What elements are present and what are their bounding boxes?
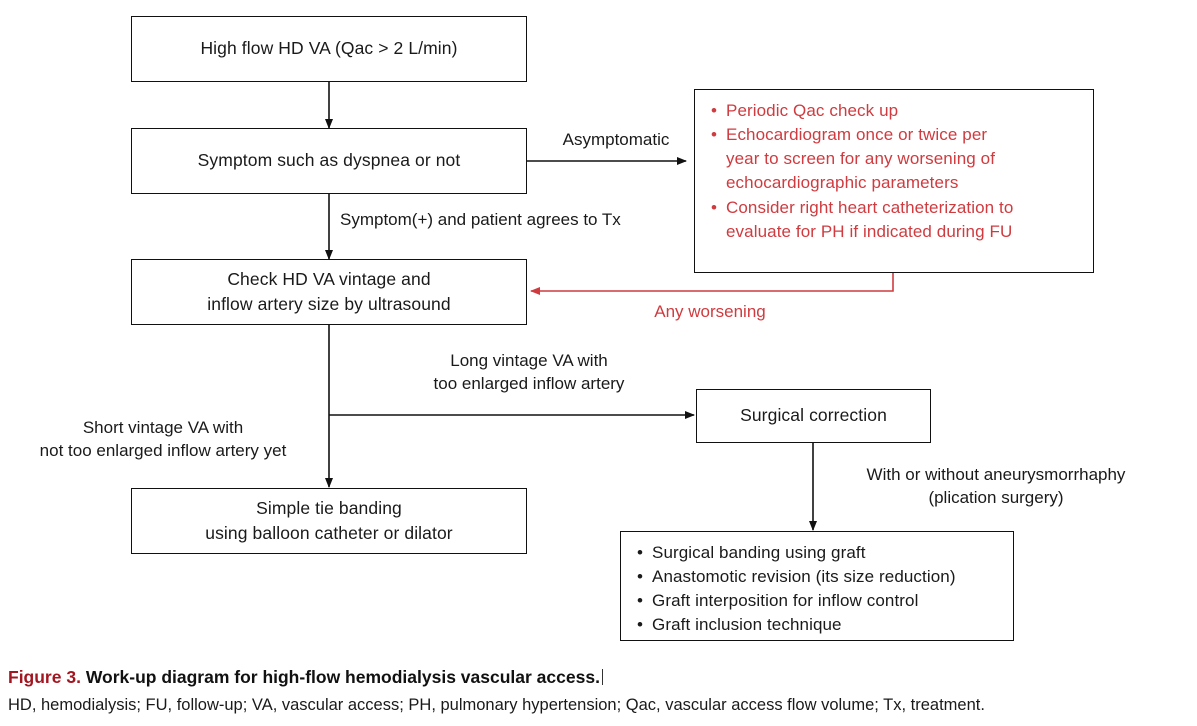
- node-high-flow-label: High flow HD VA (Qac > 2 L/min): [200, 38, 458, 59]
- monitoring-item-1: Periodic Qac check up: [711, 99, 1079, 123]
- edge-label-aneurysmorrhaphy: With or without aneurysmorrhaphy (plicat…: [866, 465, 1126, 507]
- caption-footnote: HD, hemodialysis; FU, follow-up; VA, vas…: [8, 696, 985, 715]
- node-simple-tie-text: Simple tie banding using balloon cathete…: [205, 496, 452, 547]
- node-simple-tie-line1: Simple tie banding: [256, 497, 402, 518]
- edge-label-symptom-positive: Symptom(+) and patient agrees to Tx: [340, 210, 621, 229]
- node-surgical-correction[interactable]: Surgical correction: [696, 389, 931, 443]
- edge-label-asymptomatic: Asymptomatic: [562, 130, 670, 149]
- edge-label-any-worsening: Any worsening: [654, 302, 766, 321]
- caption-title-text: Work-up diagram for high-flow hemodialys…: [85, 667, 600, 687]
- node-check-vintage-line1: Check HD VA vintage and: [227, 268, 431, 289]
- node-high-flow[interactable]: High flow HD VA (Qac > 2 L/min): [131, 16, 527, 82]
- node-simple-tie-banding[interactable]: Simple tie banding using balloon cathete…: [131, 488, 527, 554]
- caption-title-line: Figure 3. Work-up diagram for high-flow …: [8, 664, 1193, 691]
- surgical-option-2: Anastomotic revision (its size reduction…: [637, 565, 999, 589]
- edge-label-long-vintage: Long vintage VA with too enlarged inflow…: [433, 351, 625, 393]
- node-surgical-options[interactable]: Surgical banding using graft Anastomotic…: [620, 531, 1014, 641]
- surgical-option-4: Graft inclusion technique: [637, 613, 999, 637]
- edge-label-short-vintage: Short vintage VA with not too enlarged i…: [39, 418, 287, 460]
- node-simple-tie-line2: using balloon catheter or dilator: [205, 523, 453, 543]
- text-cursor: [601, 669, 603, 685]
- node-check-vintage[interactable]: Check HD VA vintage and inflow artery si…: [131, 259, 527, 325]
- node-check-vintage-text: Check HD VA vintage and inflow artery si…: [207, 267, 450, 318]
- figure-caption: Figure 3. Work-up diagram for high-flow …: [8, 664, 1193, 718]
- node-symptom-check-label: Symptom such as dyspnea or not: [197, 150, 461, 171]
- node-monitoring-plan[interactable]: Periodic Qac check up Echocardiogram onc…: [694, 89, 1094, 273]
- surgical-options-list: Surgical banding using graft Anastomotic…: [637, 541, 999, 638]
- surgical-option-3: Graft interposition for inflow control: [637, 589, 999, 613]
- node-check-vintage-line2: inflow artery size by ultrasound: [207, 294, 451, 314]
- monitoring-item-2: Echocardiogram once or twice per year to…: [711, 123, 1079, 195]
- caption-figure-number: Figure 3.: [8, 667, 81, 687]
- monitoring-item-3: Consider right heart catheterization to …: [711, 196, 1079, 244]
- surgical-option-1: Surgical banding using graft: [637, 541, 999, 565]
- flowchart-diagram: High flow HD VA (Qac > 2 L/min) Symptom …: [0, 0, 1197, 660]
- node-surgical-correction-label: Surgical correction: [740, 405, 887, 426]
- monitoring-plan-list: Periodic Qac check up Echocardiogram onc…: [711, 99, 1079, 244]
- node-symptom-check[interactable]: Symptom such as dyspnea or not: [131, 128, 527, 194]
